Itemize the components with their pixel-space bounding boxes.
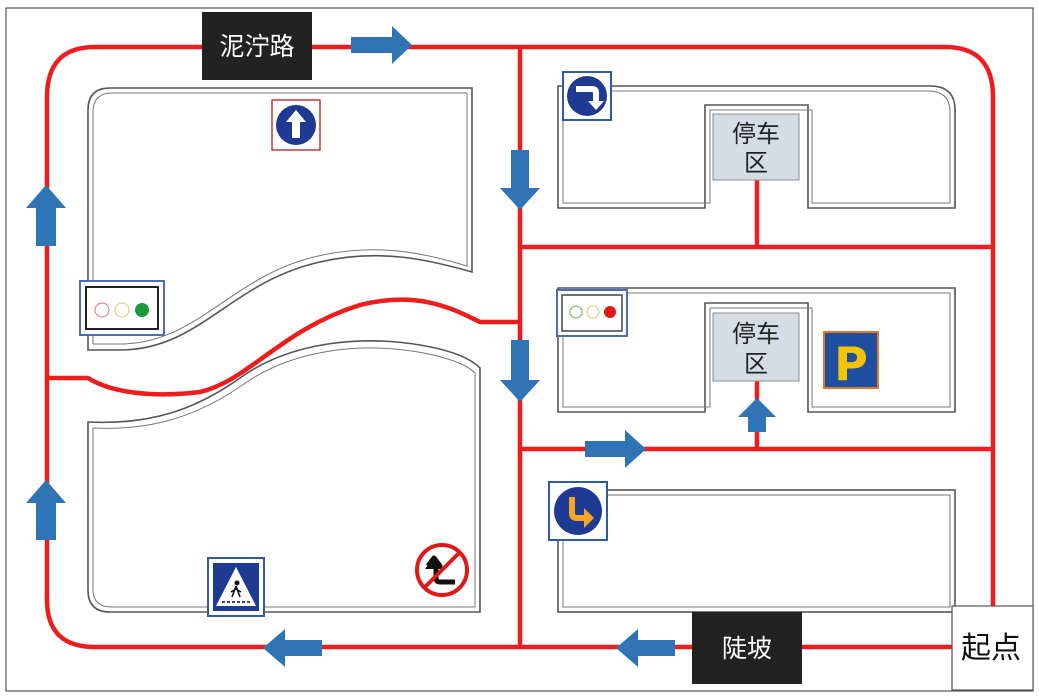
arrow-up-parking2 — [738, 398, 776, 432]
slope-text: 陡坡 — [722, 634, 772, 663]
arrow-down-upper — [500, 150, 540, 210]
pedestrian-crossing-sign-icon — [207, 557, 265, 617]
direction-arrows — [26, 26, 776, 667]
start-text: 起点 — [961, 631, 1021, 666]
block-top-right — [557, 85, 956, 209]
arrow-left-bottom — [263, 629, 322, 667]
block-bottom-left — [87, 340, 481, 613]
road-name-label: 泥泞路 — [202, 12, 312, 80]
road-name-text: 泥泞路 — [219, 32, 294, 61]
slope-label: 陡坡 — [692, 612, 802, 684]
parking-zone-top-line1: 停车 — [732, 120, 780, 148]
no-u-turn-sign-icon — [415, 543, 469, 597]
road-s-curve — [44, 297, 523, 397]
arrow-right-lower — [585, 430, 646, 468]
parking-zone-middle-line2: 区 — [744, 350, 768, 378]
arrow-down-lower — [500, 340, 540, 402]
arrow-right-top — [351, 26, 412, 64]
parking-zone-top-line2: 区 — [744, 149, 768, 177]
go-straight-sign-icon — [271, 99, 321, 151]
arrow-left-bottom-right — [616, 629, 675, 667]
road-outer-loop — [44, 44, 996, 650]
block-middle-right — [557, 287, 956, 413]
traffic-light-red-icon — [556, 289, 628, 337]
block-top-left — [87, 87, 473, 351]
keep-right-sign-icon — [548, 481, 608, 541]
start-label: 起点 — [951, 605, 1034, 691]
parking-zone-middle: 停车 区 — [712, 312, 800, 382]
parking-sign-icon: P — [823, 331, 879, 391]
traffic-light-green-icon — [79, 280, 165, 336]
parking-sign-letter: P — [834, 337, 868, 391]
parking-zone-top: 停车 区 — [712, 113, 800, 181]
parking-zone-middle-line1: 停车 — [732, 320, 780, 348]
arrow-up-left-upper — [26, 185, 66, 246]
turn-right-sign-icon — [562, 71, 612, 121]
arrow-up-left-lower — [26, 480, 66, 540]
